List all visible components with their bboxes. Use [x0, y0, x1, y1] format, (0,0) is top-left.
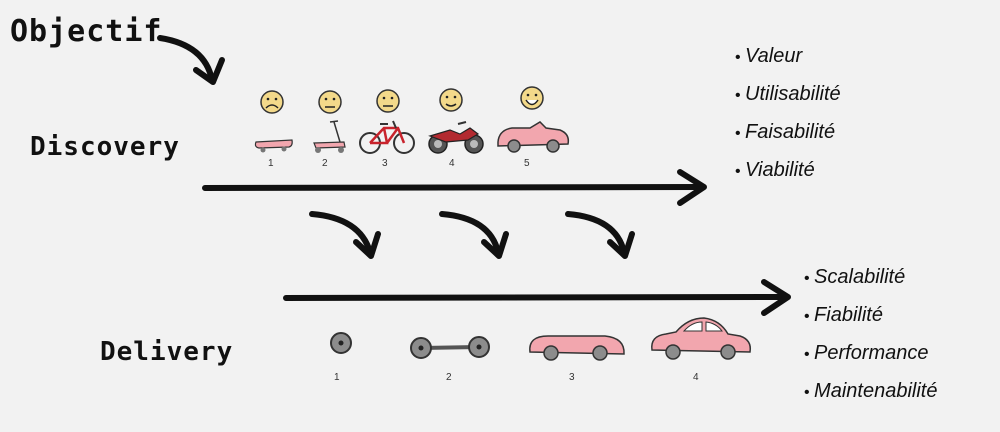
discovery-arrow — [202, 184, 705, 191]
convertible-car — [497, 121, 570, 153]
face-slight-smile — [439, 88, 463, 112]
delivery-step-number: 1 — [334, 372, 340, 383]
delivery-step-number: 3 — [569, 372, 575, 383]
transition-arrow — [565, 211, 635, 259]
objectif-arrowhead — [193, 57, 225, 85]
objectif-label: Objectif — [10, 14, 163, 49]
discovery-criterion: Utilisabilité — [735, 76, 841, 114]
discovery-step-number: 4 — [449, 158, 455, 169]
discovery-label: Discovery — [30, 132, 180, 162]
delivery-arrow — [283, 294, 789, 301]
discovery-criterion: Valeur — [735, 38, 841, 76]
objectif-arrow — [157, 35, 215, 83]
delivery-criterion: Scalabilité — [804, 259, 937, 297]
motorcycle — [428, 121, 484, 154]
axle-with-wheels — [410, 336, 490, 359]
transition-arrow — [439, 211, 509, 259]
discovery-step-number: 5 — [524, 158, 530, 169]
single-wheel — [330, 332, 352, 354]
delivery-label: Delivery — [100, 337, 234, 367]
delivery-criteria-list: Scalabilité Fiabilité Performance Mainte… — [804, 259, 937, 411]
face-sad — [260, 90, 284, 114]
face-neutral — [376, 89, 400, 113]
discovery-step-number: 1 — [268, 158, 274, 169]
delivery-step-number: 4 — [693, 372, 699, 383]
face-neutral — [318, 90, 342, 114]
delivery-criterion: Fiabilité — [804, 297, 937, 335]
discovery-criterion: Viabilité — [735, 152, 841, 190]
delivery-step-number: 2 — [446, 372, 452, 383]
bicycle — [359, 120, 415, 154]
delivery-criterion: Performance — [804, 335, 937, 373]
delivery-criterion: Maintenabilité — [804, 373, 937, 411]
car-chassis — [529, 335, 625, 361]
face-happy — [520, 86, 544, 110]
discovery-step-number: 3 — [382, 158, 388, 169]
skateboard — [254, 139, 293, 153]
delivery-arrowhead — [761, 279, 791, 316]
discovery-step-number: 2 — [322, 158, 328, 169]
discovery-arrowhead — [677, 169, 707, 206]
discovery-criteria-list: Valeur Utilisabilité Faisabilité Viabili… — [735, 38, 841, 190]
transition-arrow — [309, 211, 381, 259]
discovery-criterion: Faisabilité — [735, 114, 841, 152]
scooter — [313, 120, 346, 153]
full-car — [651, 317, 752, 360]
